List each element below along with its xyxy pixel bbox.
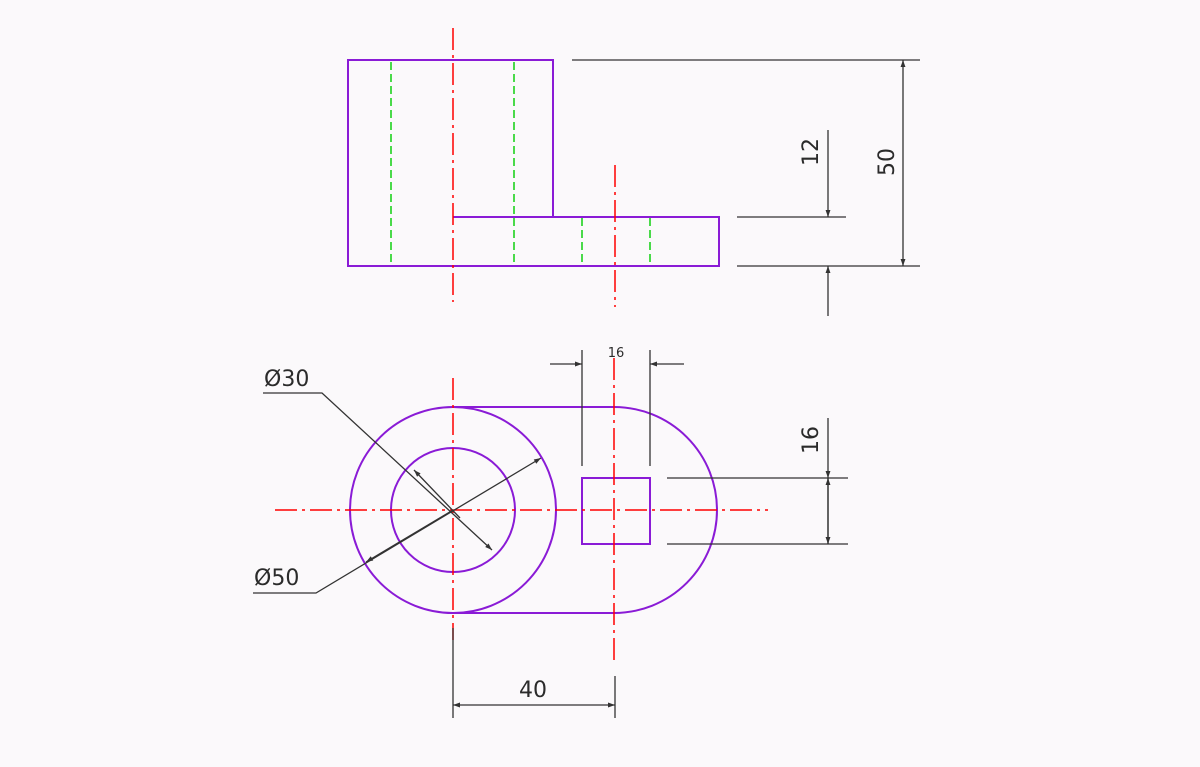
leader-outer-diameter-arrow-2 — [365, 509, 454, 563]
front-view-hidden-lines — [390, 62, 651, 266]
top-view-center-lines — [275, 358, 768, 660]
front-view — [347, 28, 720, 307]
dimension-text-inner-diameter: Ø30 — [264, 367, 309, 392]
top-view — [275, 358, 768, 660]
dimension-text-thickness: 12 — [799, 138, 824, 166]
leader-inner-diameter — [263, 392, 493, 551]
front-view-outline — [347, 59, 720, 267]
leader-outer-diameter — [253, 457, 542, 594]
front-view-dimensions — [572, 59, 920, 316]
top-view-dimensions — [253, 350, 848, 718]
dimension-text-slot-height: 16 — [799, 426, 824, 454]
dimension-text-height: 50 — [875, 148, 900, 176]
dimension-text-center-distance: 40 — [519, 678, 547, 703]
square-slot — [581, 477, 651, 545]
dimension-text-outer-diameter: Ø50 — [254, 566, 299, 591]
front-view-center-lines — [452, 28, 616, 307]
dimension-text-slot-width: 16 — [608, 346, 625, 361]
